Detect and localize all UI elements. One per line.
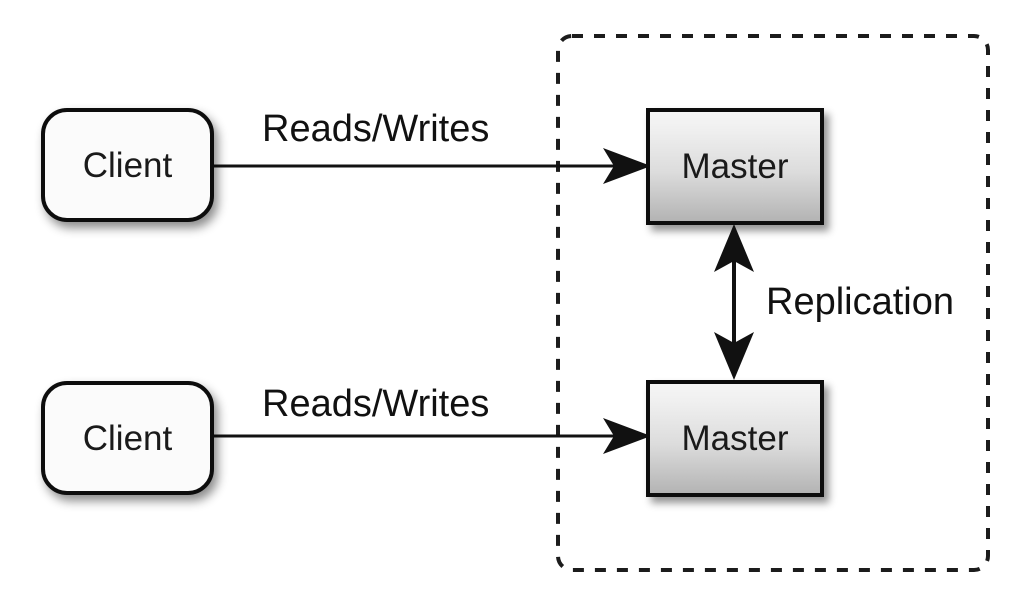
arrowhead-top [603, 148, 651, 184]
edge-reads-writes-top [212, 148, 651, 184]
node-client-bottom[interactable] [41, 381, 214, 495]
node-master-bottom[interactable] [646, 380, 824, 497]
arrowhead-replication-down [714, 332, 754, 380]
edge-reads-writes-bottom [212, 418, 651, 454]
arrowhead-bottom [603, 418, 651, 454]
node-master-top[interactable] [646, 108, 824, 225]
replication-cluster-boundary [556, 34, 990, 572]
node-client-top[interactable] [41, 108, 214, 222]
arrowhead-replication-up [714, 224, 754, 272]
edge-replication [714, 224, 754, 380]
